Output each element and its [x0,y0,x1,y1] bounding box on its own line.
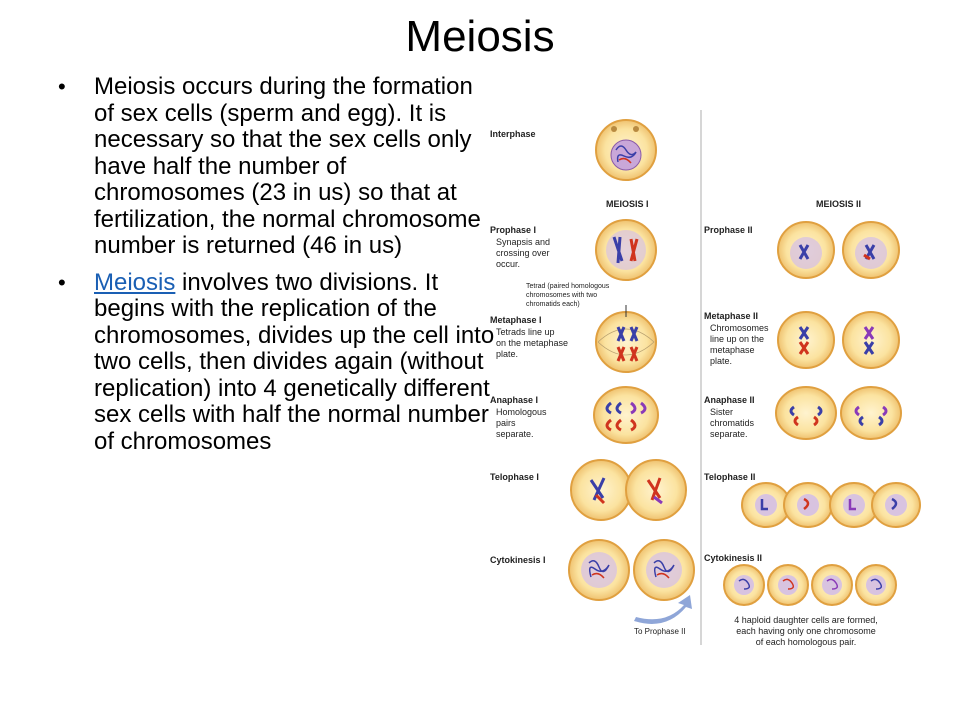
footer-line-2: each having only one chromosome [736,626,876,636]
cytokinesis-2-cells [723,564,897,606]
meiosis-link[interactable]: Meiosis [94,268,176,296]
label-prophase-1: Prophase I [490,225,536,235]
slide-title: Meiosis [405,12,555,61]
anaphase-2-desc-2: chromatids [710,418,755,428]
label-cytokinesis-2: Cytokinesis II [704,553,762,563]
metaphase-2-desc-4: plate. [710,356,732,366]
label-telophase-1: Telophase I [490,472,539,482]
metaphase-1-desc-2: on the metaphase [496,338,568,348]
cytokinesis-1-cells [568,539,695,601]
prophase-1-cell [595,219,657,281]
interphase-cell [595,119,657,181]
bullet-dot-icon: • [58,74,66,99]
label-anaphase-2: Anaphase II [704,395,755,405]
tetrad-note-2: chromosomes with two [526,292,597,299]
label-metaphase-2: Metaphase II [704,311,758,321]
anaphase-1-desc-3: separate. [496,429,534,439]
label-meiosis-2: MEIOSIS II [816,199,861,209]
footer-line-3: of each homologous pair. [756,637,857,647]
metaphase-2-cells [777,311,900,369]
telophase-1-cells [570,459,687,521]
meiosis-diagram: Interphase MEIOSIS I MEIOSIS II Prophase… [490,110,921,647]
label-metaphase-1: Metaphase I [490,315,542,325]
metaphase-1-desc-1: Tetrads line up [496,327,555,337]
metaphase-1-desc-3: plate. [496,349,518,359]
prophase-1-desc-1: Synapsis and [496,237,550,247]
prophase-2-cells [777,221,900,279]
label-interphase: Interphase [490,129,536,139]
anaphase-1-desc-1: Homologous [496,407,547,417]
anaphase-2-cells [775,386,902,440]
bullet-item-2: • Meiosis involves two divisions. It beg… [56,268,496,456]
label-meiosis-1: MEIOSIS I [606,199,649,209]
label-cytokinesis-1: Cytokinesis I [490,555,546,565]
bullet-dot-icon: • [58,269,66,295]
prophase-1-desc-3: occur. [496,259,520,269]
bullet-list: • Meiosis occurs during the formation of… [56,73,496,465]
tetrad-note-3: chromatids each) [526,301,580,308]
prophase-1-desc-2: crossing over [496,248,550,258]
label-anaphase-1: Anaphase I [490,395,538,405]
footer-line-1: 4 haploid daughter cells are formed, [734,615,878,625]
anaphase-1-desc-2: pairs [496,418,516,428]
label-prophase-2: Prophase II [704,225,753,235]
tetrad-note-1: Tetrad (paired homologous [526,283,610,290]
metaphase-1-cell [595,305,657,373]
label-telophase-2: Telophase II [704,472,755,482]
anaphase-2-desc-3: separate. [710,429,748,439]
to-prophase-2-label: To Prophase II [634,627,686,636]
telophase-2-cells [741,482,921,528]
to-prophase-2-arrow [634,595,692,624]
bullet-text-1: Meiosis occurs during the formation of s… [94,73,481,259]
metaphase-2-desc-2: line up on the [710,334,764,344]
metaphase-2-desc-1: Chromosomes [710,323,769,333]
anaphase-2-desc-1: Sister [710,407,733,417]
metaphase-2-desc-3: metaphase [710,345,755,355]
bullet-text-2: involves two divisions. It begins with t… [94,268,495,455]
bullet-item-1: • Meiosis occurs during the formation of… [56,73,496,260]
anaphase-1-cell [593,386,659,444]
